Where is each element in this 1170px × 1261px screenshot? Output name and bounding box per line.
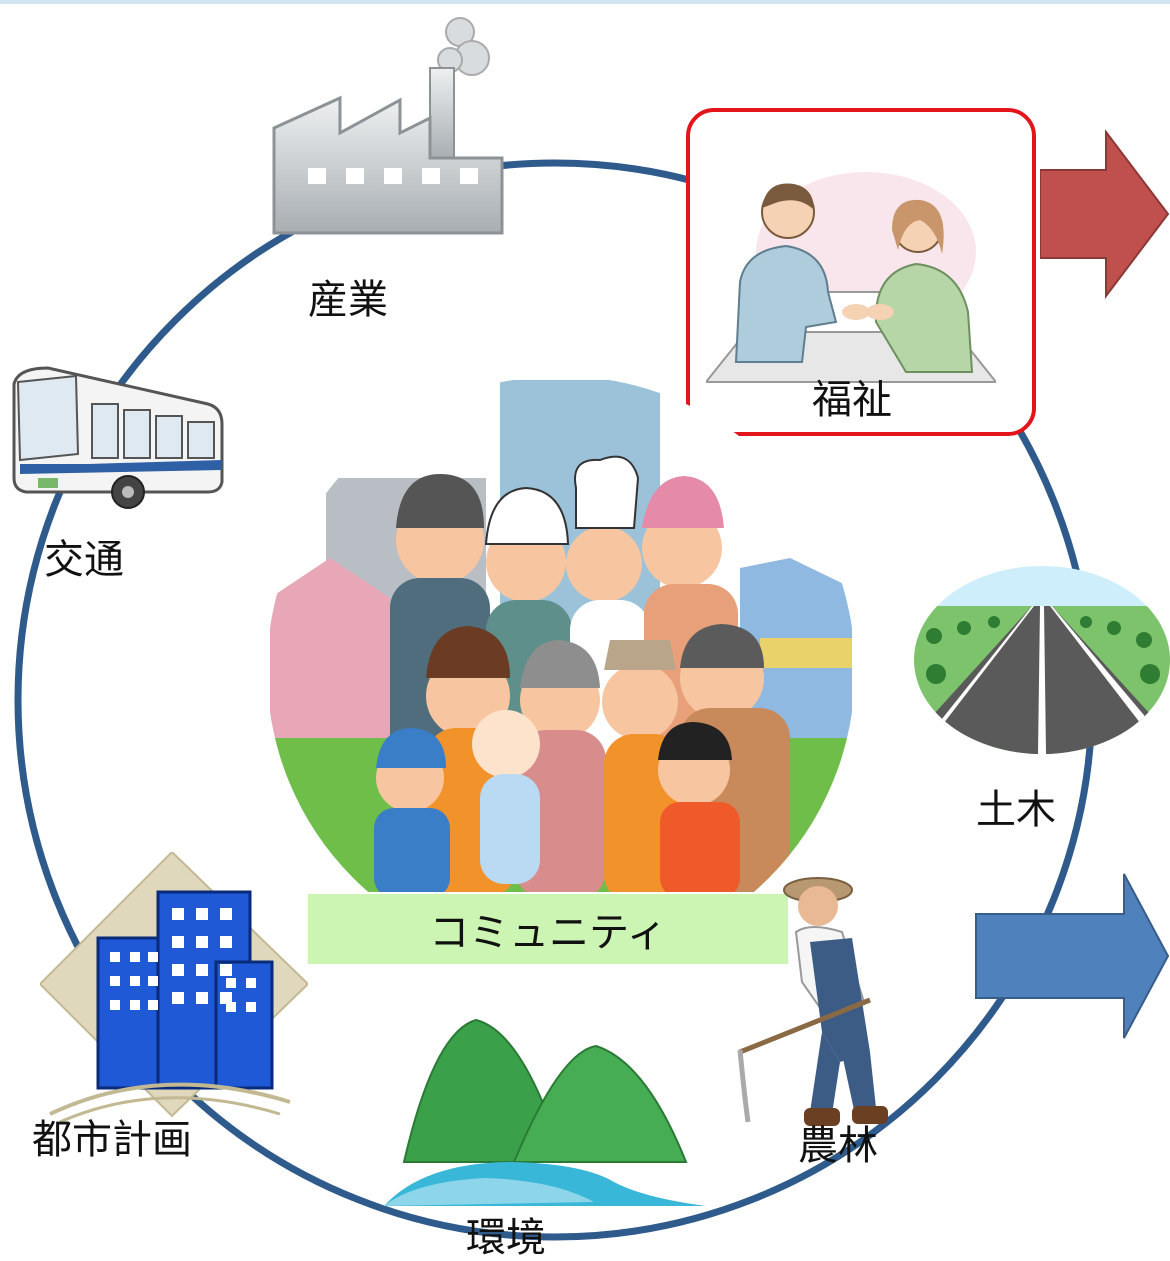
welfare-label: 福祉 <box>812 377 892 423</box>
bus-icon <box>12 366 224 509</box>
upper-arrow <box>1040 130 1170 299</box>
factory-icon <box>272 17 504 235</box>
lower-arrow <box>975 873 1170 1039</box>
farmer-icon <box>737 877 888 1126</box>
transport-label: 交通 <box>44 537 124 583</box>
top-border <box>0 0 1170 4</box>
buildings-icon <box>40 852 308 1124</box>
community-illustration <box>270 378 852 892</box>
agriculture-label: 農林 <box>798 1123 878 1169</box>
urban-planning-label: 都市計画 <box>32 1117 192 1163</box>
industry-label: 産業 <box>308 277 388 323</box>
civil-label: 土木 <box>976 787 1056 833</box>
consultation-icon <box>706 172 996 383</box>
mountains-icon <box>384 1018 706 1206</box>
environment-label: 環境 <box>466 1215 546 1261</box>
community-label: コミュニティ <box>308 894 788 964</box>
road-icon <box>914 566 1170 754</box>
